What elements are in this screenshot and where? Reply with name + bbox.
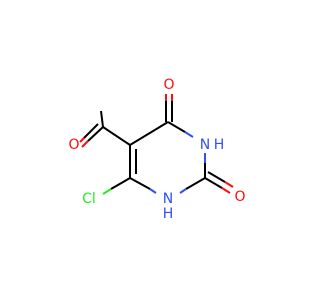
- atom-oxygen-top: O: [163, 77, 174, 93]
- atom-oxygen-acetyl: O: [68, 137, 79, 153]
- bond-c4-n3: [167, 121, 186, 133]
- bond-acetyl-co-1: [87, 126, 104, 142]
- molecule-structure: O O N H O N H Cl: [68, 77, 245, 222]
- atom-nitrogen-top: N: [200, 137, 210, 153]
- bond-methyl-carbonyl: [100, 110, 104, 128]
- bond-carbonyl-c5: [102, 126, 131, 146]
- bond-c6-cl-cl: [102, 188, 112, 195]
- bond-c2-o-1-o: [221, 187, 231, 194]
- bonds: [79, 94, 234, 195]
- atom-nitrogen-bottom-h: H: [163, 206, 174, 222]
- bond-acetyl-co-2: [83, 123, 99, 139]
- atom-chlorine: Cl: [82, 191, 96, 207]
- bond-c2-o-1: [204, 177, 223, 189]
- bond-n1-c6: [129, 177, 151, 190]
- bond-c5-c4: [129, 121, 169, 146]
- bond-c2-o-2: [207, 171, 226, 183]
- bond-n1-c6-n: [149, 188, 157, 194]
- bond-c6-cl: [110, 177, 131, 190]
- atoms: O O N H O N H Cl: [68, 77, 245, 222]
- bond-c2-n1: [185, 177, 206, 190]
- atom-nitrogen-top-h: H: [214, 137, 225, 153]
- bond-c4-n3-n: [184, 131, 194, 138]
- bond-acetyl-co-2-o: [79, 137, 85, 143]
- molecule-canvas: O O N H O N H Cl: [68, 77, 246, 222]
- bond-acetyl-co-1-o: [81, 140, 89, 148]
- atom-nitrogen-bottom: N: [163, 191, 173, 207]
- bond-c2-o-2-o: [224, 181, 234, 188]
- atom-oxygen-right: O: [234, 189, 245, 205]
- bond-c2-n1-n: [179, 188, 187, 194]
